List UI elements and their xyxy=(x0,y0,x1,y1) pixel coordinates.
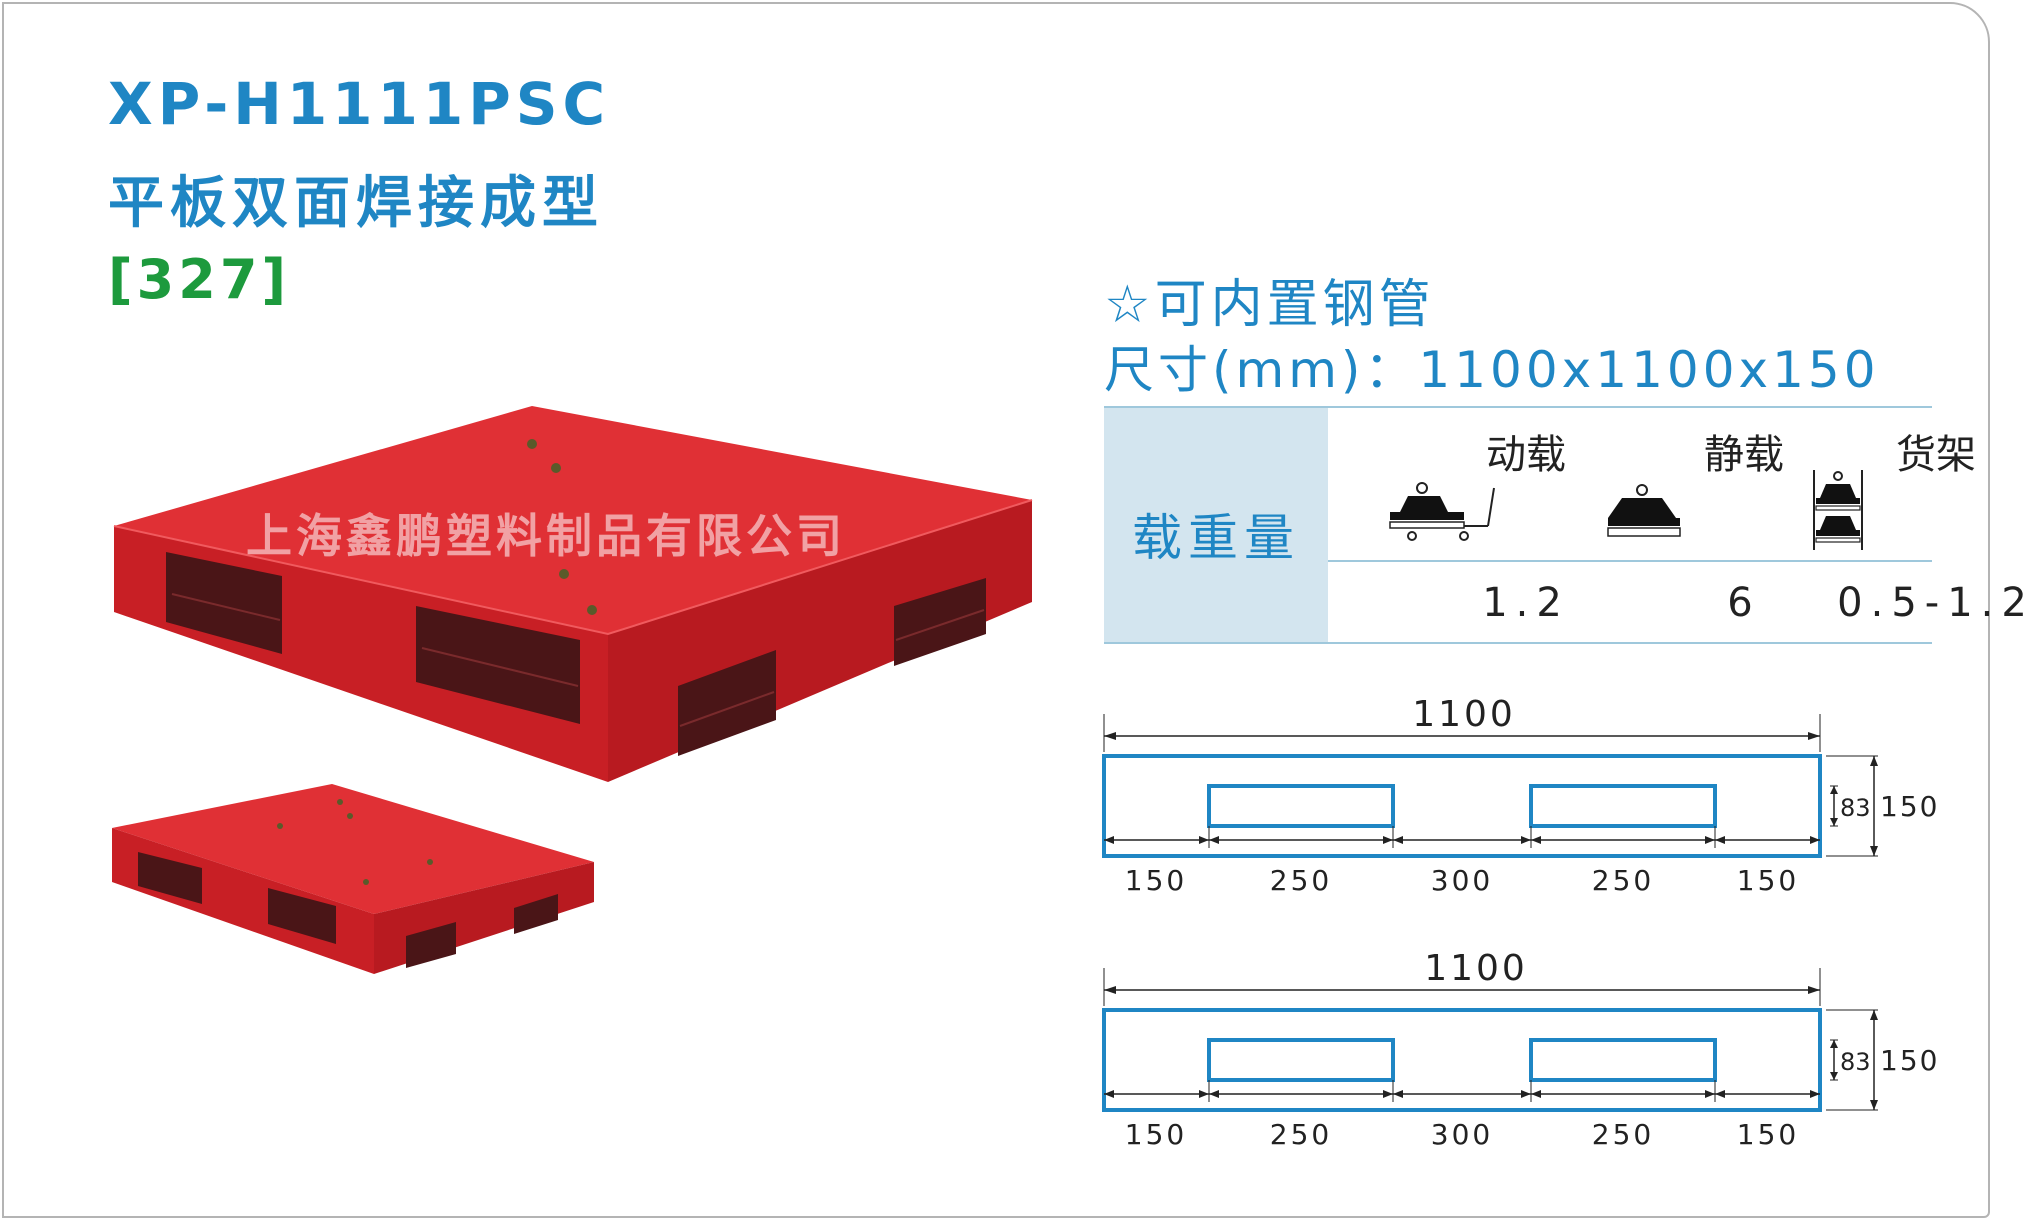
static-load-icon xyxy=(1607,484,1681,537)
feature-steel-tube: ☆可内置钢管 xyxy=(1104,275,1435,335)
dimension-drawing-1: 1100 150 250 300 250 150 xyxy=(1102,694,1939,897)
col-header-static: 静载 xyxy=(1704,432,1784,478)
height-label: 150 xyxy=(1880,790,1939,823)
racking-load-icon xyxy=(1813,470,1863,550)
product-subtitle: 平板双面焊接成型 xyxy=(108,171,604,236)
col-header-racking: 货架 xyxy=(1896,432,1976,478)
page-frame xyxy=(2,2,1990,1218)
load-row-label: 载重量 xyxy=(1132,509,1300,567)
segment-label: 250 xyxy=(1270,864,1332,897)
table-divider xyxy=(1328,560,1932,562)
load-capacity-table: 载重量 动载 静载 货架 xyxy=(1104,406,2027,644)
company-watermark: 上海鑫鹏塑料制品有限公司 xyxy=(246,509,846,563)
segment-label: 150 xyxy=(1737,1118,1799,1151)
racking-load-value: 0.5-1.2 xyxy=(1837,580,2035,626)
segment-label: 300 xyxy=(1431,864,1493,897)
pallet-photo-large xyxy=(113,406,1033,782)
segment-label: 150 xyxy=(1737,864,1799,897)
height-label: 150 xyxy=(1880,1044,1939,1077)
segment-label: 150 xyxy=(1125,1118,1187,1151)
segment-label: 250 xyxy=(1270,1118,1332,1151)
col-header-dynamic: 动载 xyxy=(1486,432,1566,478)
segment-label: 150 xyxy=(1125,864,1187,897)
size-spec: 尺寸(mm)：1100x1100x150 xyxy=(1104,341,1880,399)
model-number: XP-H1111PSC xyxy=(108,70,611,138)
load-label-cell: 载重量 xyxy=(1104,408,1328,642)
segment-label: 250 xyxy=(1592,864,1654,897)
dynamic-load-icon xyxy=(1389,482,1495,541)
opening-height-label: 83 xyxy=(1840,794,1871,822)
product-code: [327] xyxy=(108,248,291,311)
pallet-photo-small xyxy=(112,784,594,974)
total-length-label: 1100 xyxy=(1412,694,1516,735)
dynamic-load-value: 1.2 xyxy=(1482,580,1570,626)
total-length-label: 1100 xyxy=(1424,948,1528,989)
static-load-value: 6 xyxy=(1727,580,1761,626)
dimension-drawing-2: 1100 150 250 300 250 150 xyxy=(1102,948,1939,1151)
segment-label: 300 xyxy=(1431,1118,1493,1151)
opening-height-label: 83 xyxy=(1840,1048,1871,1076)
segment-label: 250 xyxy=(1592,1118,1654,1151)
